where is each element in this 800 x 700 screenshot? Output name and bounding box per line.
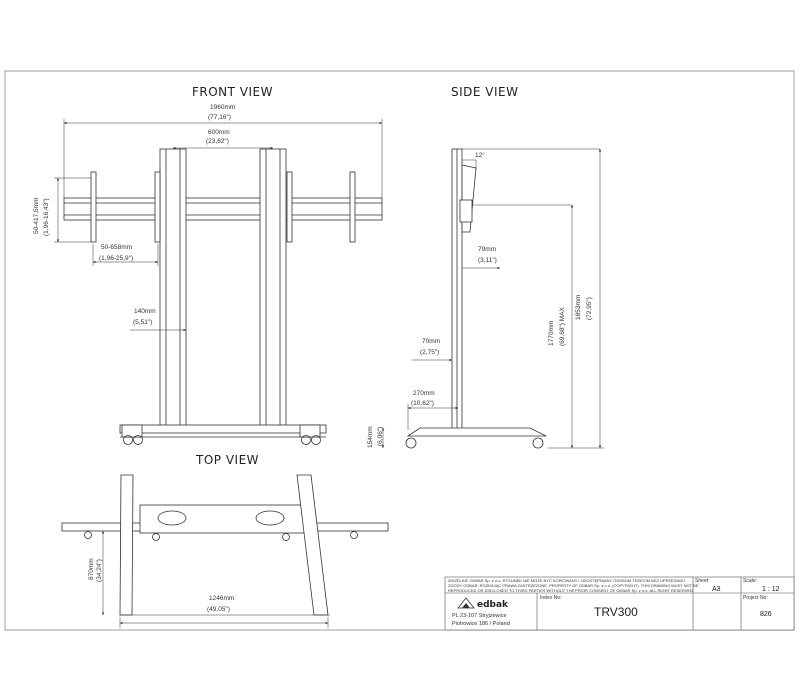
tb-notice-line-1: WSZELKIE ODBAR Sp. z o.o. RYSUNEK NIE MO… bbox=[448, 578, 685, 583]
tb-scale-value: 1 : 12 bbox=[762, 586, 780, 593]
dim-pole-spacing-mm: 600mm bbox=[208, 129, 230, 136]
tb-index-label: Index No: bbox=[540, 595, 561, 601]
dim-pole-width-in: (5,51") bbox=[133, 319, 152, 326]
dim-tilt: 12° bbox=[475, 151, 485, 159]
edbak-logo-icon bbox=[457, 597, 475, 609]
dim-vesa-v-in: (1,96-16,43") bbox=[43, 198, 50, 236]
dim-height-total-in: (72,95") bbox=[586, 297, 593, 320]
dim-vesa-v-mm: 50-417,5mm bbox=[33, 198, 40, 235]
dim-pole-width-mm: 140mm bbox=[134, 308, 156, 315]
top-dim-lines bbox=[101, 531, 330, 628]
tb-project-label: Project No: bbox=[743, 595, 768, 601]
dim-pole-depth-in: (2,75") bbox=[420, 349, 439, 356]
dim-offset-mm: 79mm bbox=[478, 246, 496, 253]
dim-width-mm: 1246mm bbox=[209, 595, 234, 602]
dim-offset-in: (3,11") bbox=[478, 257, 497, 264]
dim-vesa-h-in: (1,96-25,9") bbox=[99, 255, 133, 262]
dim-height-max-mm: 1770mm bbox=[548, 321, 555, 346]
top-view bbox=[61, 474, 389, 616]
tb-sheet-label: Sheet: bbox=[695, 578, 709, 584]
side-view bbox=[405, 148, 547, 449]
dim-base-in: (10,62") bbox=[411, 400, 434, 407]
dim-floor-mm: 154mm bbox=[367, 426, 374, 448]
dim-pole-depth-mm: 70mm bbox=[422, 338, 440, 345]
dim-vesa-h-mm: 50-658mm bbox=[101, 244, 132, 251]
top-view-title: TOP VIEW bbox=[195, 453, 259, 467]
tb-index-value: TRV300 bbox=[594, 605, 638, 619]
front-view bbox=[63, 148, 383, 445]
dim-depth-in: (34,24") bbox=[96, 559, 103, 582]
front-dim-lines bbox=[54, 119, 383, 332]
dim-depth-mm: 870mm bbox=[88, 558, 95, 580]
dim-width-in: (49,05") bbox=[207, 606, 230, 613]
front-view-title: FRONT VIEW bbox=[192, 85, 273, 99]
dim-overall-width-mm: 1960mm bbox=[210, 104, 235, 111]
tb-sheet-value: A3 bbox=[712, 586, 721, 593]
tb-scale-label: Scale: bbox=[743, 578, 757, 584]
dim-height-max-in: (69,68") MAX bbox=[559, 307, 566, 346]
tb-project-value: 826 bbox=[760, 611, 772, 618]
side-view-title: SIDE VIEW bbox=[451, 85, 519, 99]
tb-notice-line-2: ZGODY ODBAR, ROZDAJĄC PRAWA ZASTRZEŻONE.… bbox=[448, 583, 699, 588]
logo-text: edbak bbox=[477, 600, 509, 610]
dim-height-total-mm: 1853mm bbox=[575, 295, 582, 320]
side-dim-lines bbox=[381, 148, 604, 449]
dim-pole-spacing-in: (23,62") bbox=[206, 138, 229, 145]
dim-floor-in: (6,06") bbox=[377, 427, 384, 446]
drawing-frame bbox=[4, 70, 795, 631]
title-block bbox=[444, 576, 795, 631]
tb-address-line-1: PL 23-107 Stryjzewice bbox=[452, 613, 507, 619]
tb-notice-line-3: REPRODUCED OR DISCLOSED TO THIRD PARTIES… bbox=[448, 588, 694, 593]
dim-base-mm: 270mm bbox=[413, 390, 435, 397]
tb-address-line-2: Piotrowice 186 / Poland bbox=[452, 621, 510, 627]
dim-overall-width-in: (77,16") bbox=[208, 114, 231, 121]
